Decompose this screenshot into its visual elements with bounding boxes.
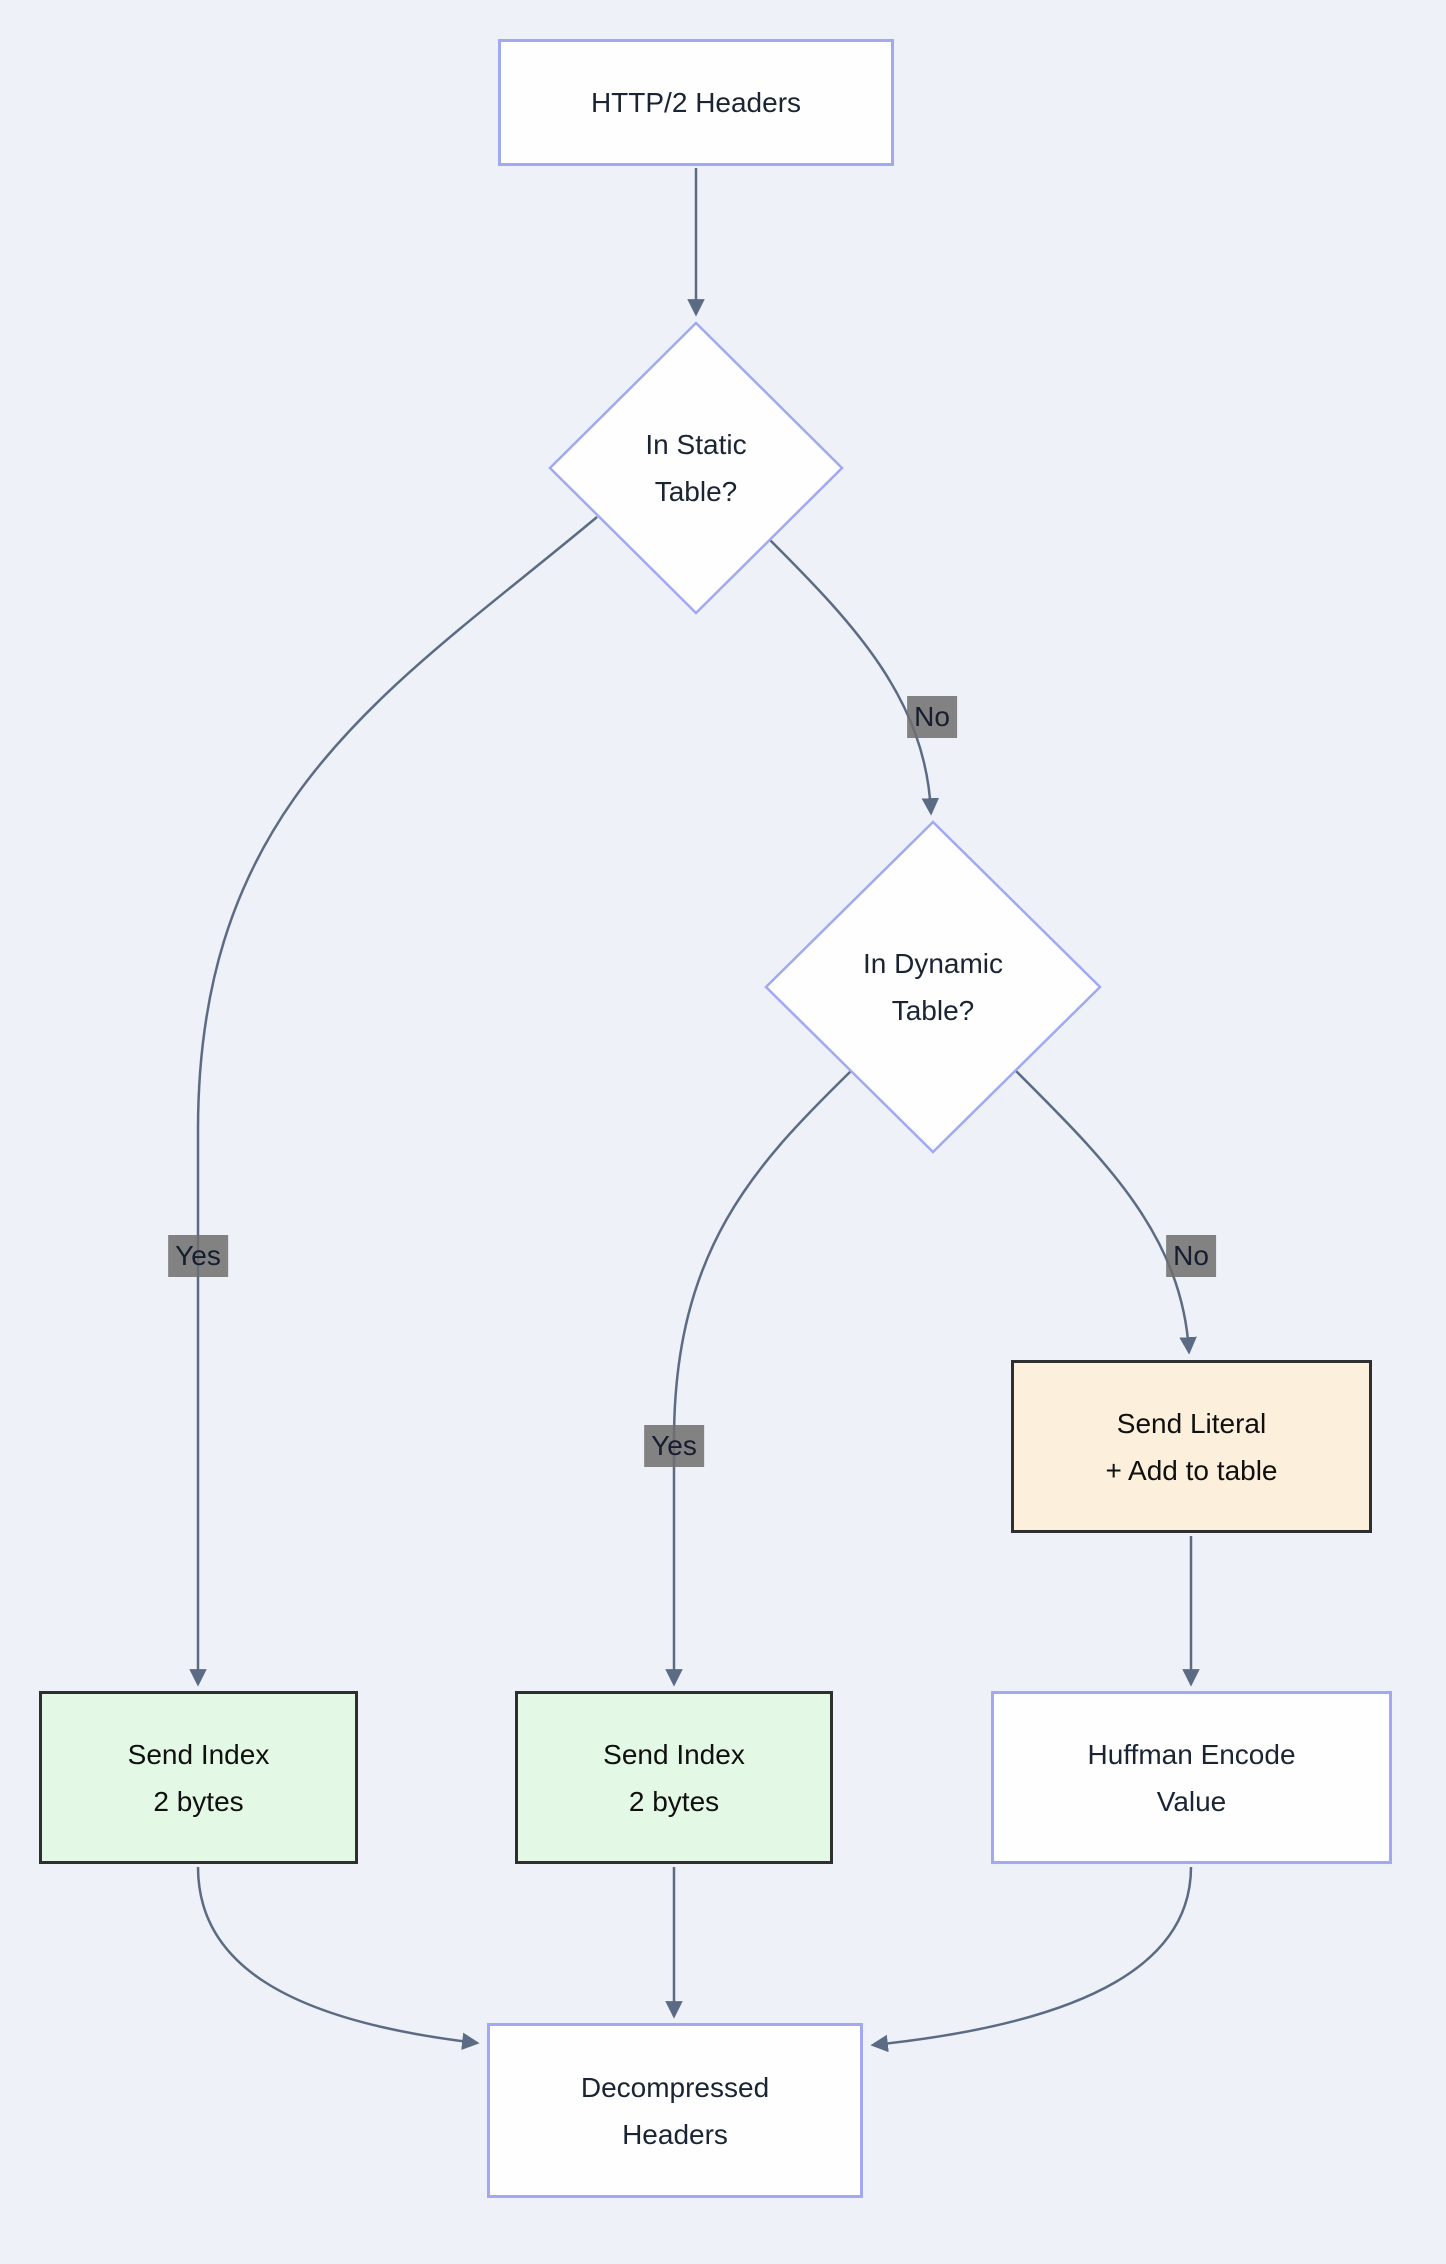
edge-dynamic-no	[1015, 1070, 1197, 1355]
node-send-index-dynamic-line2: 2 bytes	[628, 1785, 720, 1817]
diamond-shape-static	[548, 321, 844, 615]
node-huffman-encode-line2: Value	[1156, 1785, 1227, 1817]
node-decompressed-headers-line1: Decompressed	[580, 2071, 770, 2103]
node-send-literal: Send Literal + Add to table	[1011, 1360, 1372, 1533]
edge-label-static-yes: Yes	[168, 1235, 228, 1277]
node-send-index-dynamic-line1: Send Index	[603, 1738, 745, 1770]
node-send-index-static-line2: 2 bytes	[153, 1785, 244, 1817]
node-huffman-encode: Huffman Encode Value	[991, 1691, 1392, 1864]
edge-label-dynamic-no: No	[1166, 1235, 1216, 1277]
node-http2-headers: HTTP/2 Headers	[498, 39, 894, 166]
node-http2-headers-label: HTTP/2 Headers	[590, 87, 802, 118]
edge-static-yes	[189, 516, 598, 1687]
node-send-literal-line1: Send Literal	[1116, 1407, 1267, 1439]
edge-static-no	[769, 539, 940, 816]
node-send-index-static-line1: Send Index	[127, 1738, 270, 1770]
node-huffman-encode-line1: Huffman Encode	[1087, 1738, 1296, 1770]
edge-dynamic-yes	[665, 1070, 852, 1687]
edge-label-dynamic-yes: Yes	[644, 1425, 704, 1467]
edge-static-index-to-output	[196, 1866, 480, 2050]
diamond-shape-dynamic	[764, 820, 1102, 1154]
node-send-literal-line2: + Add to table	[1105, 1454, 1278, 1486]
node-decompressed-headers-line2: Headers	[622, 2118, 728, 2150]
node-send-index-static: Send Index 2 bytes	[39, 1691, 358, 1864]
node-send-index-dynamic: Send Index 2 bytes	[515, 1691, 833, 1864]
edge-label-static-no: No	[907, 696, 957, 738]
edge-huffman-to-output	[870, 1866, 1193, 2053]
node-decompressed-headers: Decompressed Headers	[487, 2023, 863, 2198]
